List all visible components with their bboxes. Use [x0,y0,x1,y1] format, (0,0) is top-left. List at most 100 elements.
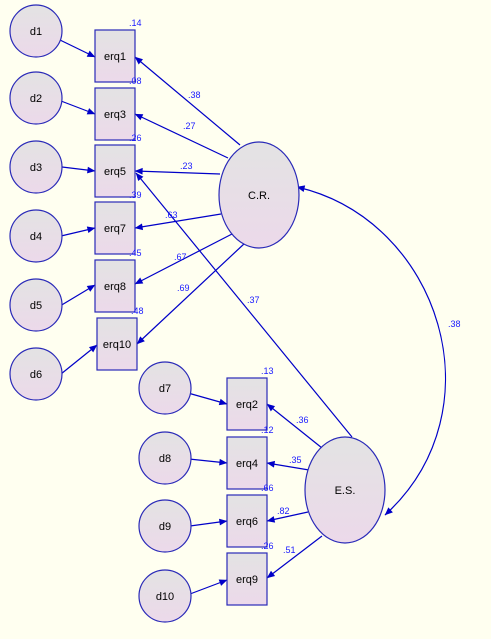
loading-label-cr-erq5: .23 [180,161,193,171]
factor-node-cr: C.R. [218,141,300,249]
indicator-rect [96,317,138,371]
loading-path-cr-erq10 [136,242,246,345]
r-squared-label: .26 [129,133,142,143]
loading-label-cr-erq10: .69 [177,283,190,293]
error-path-d3-erq5 [61,166,96,174]
factor-label: C.R. [248,190,270,202]
indicator-nodes-layer: erq1 .14 erq3 .08 erq5 .26 erq7 .39 erq8… [94,18,274,606]
factor-nodes-layer: C.R. E.S. [218,141,386,544]
error-node-d9: d9 [138,499,192,553]
loading-label-cr-erq3: .27 [183,121,196,131]
error-circle [138,569,192,623]
error-label: d10 [156,591,174,603]
r-squared-label: .26 [261,541,274,551]
factor-label: E.S. [335,485,356,497]
coefficients-layer: .38 .27 .23 .63 .67 .69 .37 .36 .35 .82 … [165,90,461,555]
indicator-label: erq3 [104,109,126,121]
indicator-label: erq7 [104,223,126,235]
error-circle [9,278,63,332]
indicator-rect [226,494,268,548]
error-node-d7: d7 [138,361,192,415]
error-node-d4: d4 [9,209,63,263]
factor-ellipse [304,436,386,544]
error-nodes-layer: d1 d2 d3 d4 d5 d6 d7 d8 [9,4,192,623]
error-circle [9,140,63,194]
indicator-label: erq6 [236,516,258,528]
indicator-label: erq9 [236,574,258,586]
loading-label-es-erq9: .51 [283,545,296,555]
indicator-label: erq10 [103,339,131,351]
error-path-d8-erq4 [188,458,228,466]
error-node-d5: d5 [9,278,63,332]
error-node-d6: d6 [9,347,63,401]
loading-label-es-erq6: .82 [277,506,290,516]
error-circle [9,347,63,401]
r-squared-label: .14 [129,18,142,28]
indicator-box-erq7: erq7 .39 [94,190,142,255]
indicator-label: erq5 [104,166,126,178]
indicator-rect [226,377,268,431]
loading-label-es-erq5: .37 [247,295,260,305]
error-label: d9 [159,521,171,533]
error-label: d1 [30,26,42,38]
factor-ellipse [218,141,300,249]
indicator-rect [94,29,136,83]
error-label: d4 [30,231,42,243]
indicator-box-erq3: erq3 .08 [94,76,142,141]
indicator-box-erq4: erq4 .12 [226,425,274,490]
loading-path-es-erq2 [266,403,323,449]
error-label: d3 [30,162,42,174]
r-squared-label: .13 [261,366,274,376]
error-node-d2: d2 [9,71,63,125]
r-squared-label: .48 [131,306,144,316]
error-circle [138,431,192,485]
error-label: d8 [159,453,171,465]
indicator-box-erq6: erq6 .66 [226,483,274,548]
error-path-d7-erq2 [187,392,228,406]
error-circle [9,4,63,58]
r-squared-label: .08 [129,76,142,86]
r-squared-label: .66 [261,483,274,493]
error-label: d6 [30,369,42,381]
loading-path-cr-erq3 [134,113,229,159]
error-node-d3: d3 [9,140,63,194]
indicator-rect [226,552,268,606]
error-path-d10-erq9 [189,579,228,595]
error-path-d6-erq10 [60,344,98,375]
error-path-d9-erq6 [189,518,228,527]
indicator-box-erq9: erq9 .26 [226,541,274,606]
error-circle [138,499,192,553]
indicator-box-erq10: erq10 .48 [96,306,144,371]
loading-path-cr-erq1 [134,56,241,146]
edges-layer [59,39,446,595]
error-node-d8: d8 [138,431,192,485]
r-squared-label: .12 [261,425,274,435]
indicator-box-erq2: erq2 .13 [226,366,274,431]
covariance-label: .38 [448,319,461,329]
loading-label-cr-erq1: .38 [188,90,201,100]
indicator-rect [94,144,136,198]
loading-label-cr-erq7: .63 [165,210,178,220]
indicator-label: erq2 [236,399,258,411]
indicator-box-erq8: erq8 .45 [94,248,142,313]
r-squared-label: .39 [129,190,142,200]
error-node-d10: d10 [138,569,192,623]
loading-path-cr-erq8 [134,233,233,285]
error-label: d2 [30,93,42,105]
indicator-rect [94,259,136,313]
error-label: d7 [159,383,171,395]
loading-path-es-erq9 [266,535,323,579]
loading-path-cr-erq5 [134,167,221,175]
covariance-path-cr-es [296,185,446,516]
indicator-label: erq8 [104,281,126,293]
indicator-rect [94,87,136,141]
indicator-label: erq1 [104,51,126,63]
r-squared-label: .45 [129,248,142,258]
loading-path-es-erq4 [266,460,310,471]
loading-label-es-erq2: .36 [296,415,309,425]
indicator-rect [94,201,136,255]
indicator-box-erq5: erq5 .26 [94,133,142,198]
indicator-box-erq1: erq1 .14 [94,18,142,83]
